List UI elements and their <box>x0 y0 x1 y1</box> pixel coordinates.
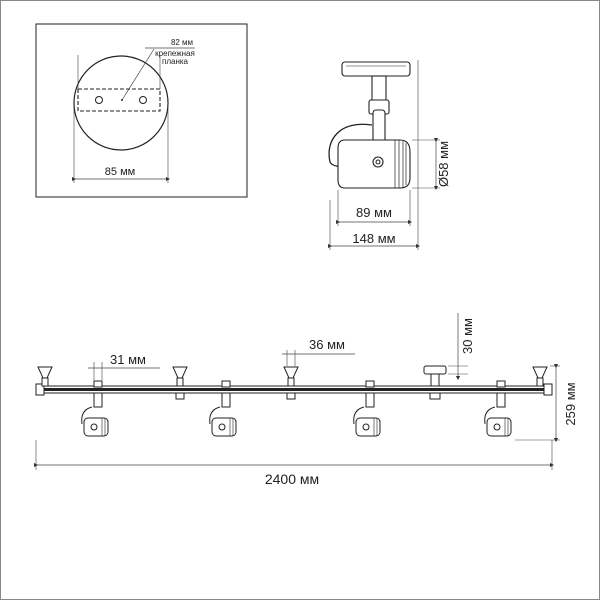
track-spotlight-4 <box>484 380 512 437</box>
canopy-height-label: 30 мм <box>460 318 475 354</box>
total-height-label: 259 мм <box>563 382 578 425</box>
screw-hole-left <box>95 96 103 104</box>
track-spotlight-1 <box>81 380 109 437</box>
base-circle <box>73 55 169 151</box>
head-diameter-label: Ø58 мм <box>436 141 451 187</box>
base-diameter-label: 85 мм <box>105 166 135 178</box>
mounting-base-panel: 82 мм крепежная планка 85 мм <box>35 23 248 198</box>
track-system <box>35 365 553 437</box>
spotlight-dimensions <box>327 60 440 250</box>
connector-width-a-label: 31 мм <box>110 352 146 367</box>
screw-hole-right <box>139 96 147 104</box>
total-depth-label: 148 мм <box>352 231 395 246</box>
mount-slot-width-label: 82 мм <box>171 38 193 47</box>
canopy-mount-4 <box>423 365 447 400</box>
head-length-label: 89 мм <box>356 205 392 220</box>
canopy-mount-5 <box>532 366 548 387</box>
track-spotlight-3 <box>353 380 381 437</box>
mount-plate-label-2: планка <box>162 57 189 66</box>
connector-width-b-label: 36 мм <box>309 337 345 352</box>
track-dimensions <box>33 313 560 470</box>
track-total-length-label: 2400 мм <box>265 471 319 487</box>
mounting-plate <box>77 88 161 112</box>
spotlight-side-view <box>328 61 411 189</box>
canopy-mount-2 <box>172 366 188 400</box>
canopy-mount-1 <box>37 366 53 387</box>
canopy-mount-3 <box>283 366 299 400</box>
mount-plate-label-1: крепежная <box>155 49 195 58</box>
track-spotlight-2 <box>209 380 237 437</box>
